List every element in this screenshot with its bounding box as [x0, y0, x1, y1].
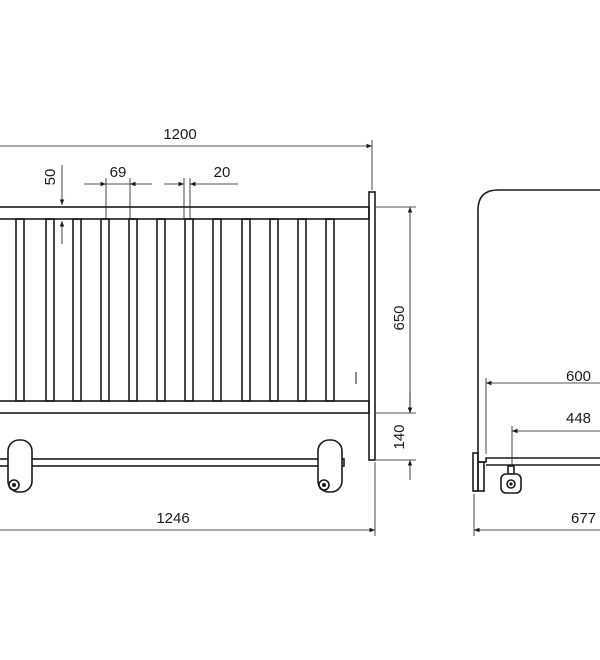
slat — [45, 218, 55, 402]
left-wheel — [7, 439, 33, 493]
dim-total-length: 1246 — [156, 510, 189, 527]
slat — [15, 218, 25, 402]
dim-slat-spacing: 69 — [110, 164, 127, 181]
dim-wheel-offset: 448 — [566, 410, 591, 427]
slat — [72, 218, 82, 402]
slat — [269, 218, 279, 402]
dim-slat-width: 20 — [214, 164, 231, 181]
dim-base-height: 140 — [391, 424, 408, 449]
slat — [325, 218, 335, 402]
bottom-rail — [0, 400, 370, 414]
dim-rail-height: 50 — [42, 169, 59, 186]
dim-side-depth: 600 — [566, 368, 591, 385]
dim-overall-width: 1200 — [163, 126, 196, 143]
top-rail — [0, 206, 370, 220]
dim-side-height: 650 — [391, 305, 408, 330]
slat — [156, 218, 166, 402]
slat — [100, 218, 110, 402]
end-base — [478, 457, 600, 463]
end-panel — [477, 189, 600, 462]
right-wheel — [317, 439, 343, 493]
slat — [241, 218, 251, 402]
side-view: 600 448 677 — [472, 189, 600, 536]
caster — [500, 465, 522, 494]
front-view: 1200 50 69 20 650 140 1246 — [0, 126, 416, 536]
base-bar — [0, 458, 345, 467]
slat — [297, 218, 307, 402]
slat — [128, 218, 138, 402]
slat — [184, 218, 194, 402]
side-panel — [368, 191, 376, 461]
slat — [212, 218, 222, 402]
dim-total-depth: 677 — [571, 510, 596, 527]
slats — [15, 218, 335, 402]
